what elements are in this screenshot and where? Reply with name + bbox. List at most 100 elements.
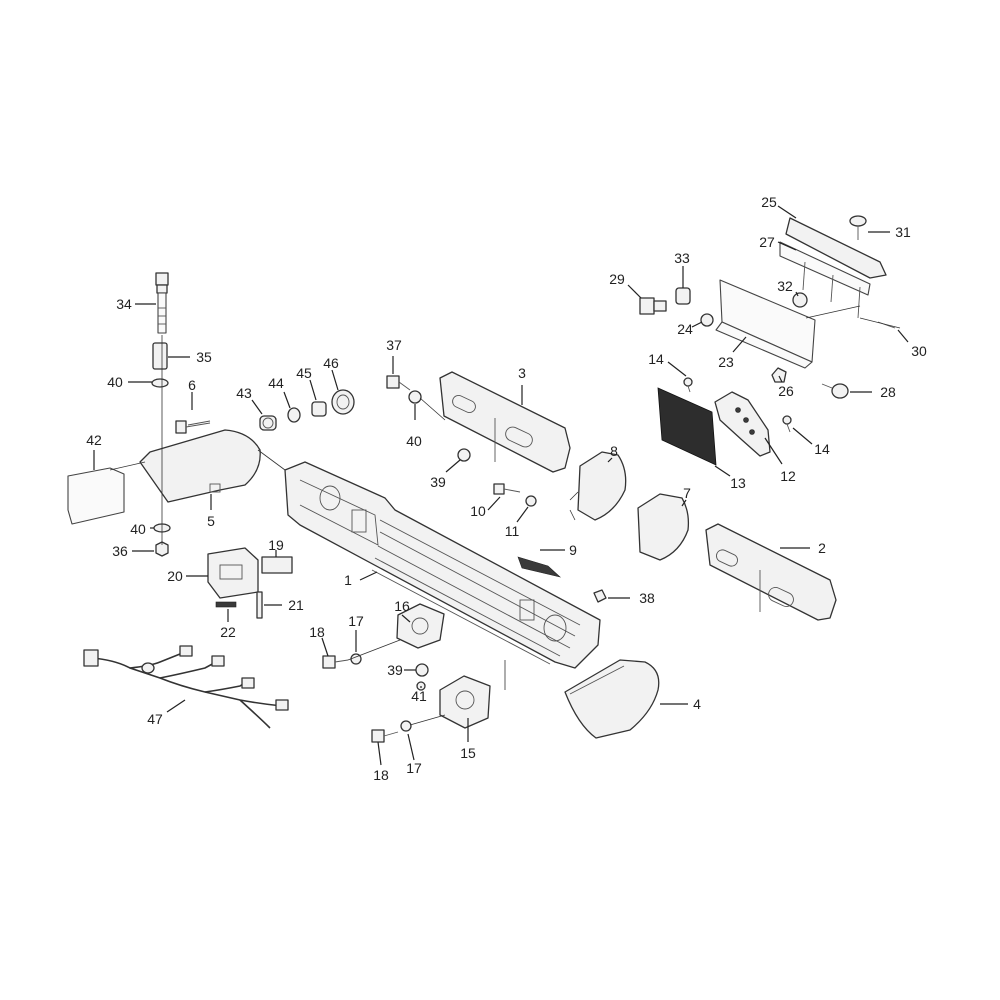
callout-number: 34 — [116, 296, 132, 312]
callout-leader — [714, 465, 731, 477]
callout-number: 36 — [112, 543, 128, 559]
callout-number: 38 — [639, 590, 655, 606]
callout-number: 31 — [895, 224, 911, 240]
nut-32-part — [792, 292, 808, 308]
callout-number: 39 — [387, 662, 403, 678]
right-end-cap-part — [564, 659, 660, 739]
callout-number: 27 — [759, 234, 775, 250]
clip-26-part — [771, 367, 787, 383]
callout-number: 6 — [188, 377, 196, 393]
license-plate-bracket-part — [715, 279, 816, 369]
long-bolt-part — [155, 272, 169, 334]
ring-connector-part — [331, 389, 355, 415]
callout-number: 18 — [309, 624, 325, 640]
clip-part — [215, 601, 237, 608]
callout-leader — [283, 391, 291, 409]
callout-number: 43 — [236, 385, 252, 401]
nut-39b-part — [415, 663, 429, 677]
callout-leader — [792, 427, 813, 445]
screw-28-part — [821, 383, 849, 399]
support-bracket-part — [779, 241, 871, 319]
screw-14a-part — [683, 377, 693, 393]
connector-bracket-part — [207, 547, 259, 599]
callout-leader — [777, 241, 797, 251]
callout-number: 16 — [394, 598, 410, 614]
washer-11-part — [525, 495, 537, 507]
callout-leader — [897, 329, 909, 343]
bolt-18a-part — [322, 655, 349, 669]
callout-number: 7 — [683, 485, 691, 501]
callout-number: 46 — [323, 355, 339, 371]
callout-number: 14 — [648, 351, 664, 367]
mounting-plate-16-part — [396, 603, 445, 649]
alignment-lines — [109, 305, 901, 726]
callout-number: 14 — [814, 441, 830, 457]
callout-number: 12 — [780, 468, 796, 484]
bolt-37-part — [386, 375, 411, 391]
left-cover-part — [67, 467, 125, 525]
upper-bracket-part — [439, 371, 571, 473]
callout-number: 17 — [406, 760, 422, 776]
callout-number: 11 — [505, 523, 520, 539]
callout-number: 32 — [777, 278, 793, 294]
callout-number: 13 — [730, 475, 746, 491]
callout-number: 10 — [470, 503, 486, 519]
callout-number: 26 — [778, 383, 794, 399]
screw-14b-part — [782, 415, 792, 433]
callout-number: 40 — [107, 374, 123, 390]
callout-number: 15 — [460, 745, 476, 761]
callout-number: 2 — [818, 540, 826, 556]
small-box-part — [261, 556, 293, 574]
washer-40a-part — [151, 378, 169, 388]
coupling-part — [311, 401, 327, 417]
small-cap-part — [637, 493, 690, 561]
callout-number: 40 — [130, 521, 146, 537]
callout-number: 1 — [344, 572, 352, 588]
callout-number: 8 — [610, 443, 618, 459]
mounting-plate-15-part — [439, 675, 491, 729]
washer-40c-part — [408, 390, 422, 404]
callout-leader — [681, 499, 687, 507]
callouts: 1 2 3 4 5 6 7 8 9 10 11 12 13 — [86, 194, 927, 783]
callout-leader — [627, 284, 642, 299]
bushing-part — [259, 415, 277, 431]
upper-cap-part — [577, 451, 627, 521]
wiring-harness-part — [83, 645, 289, 729]
perforated-plate-part — [714, 391, 771, 457]
bumper-beam-part — [284, 461, 601, 669]
callout-leader — [331, 369, 339, 391]
callout-leader — [607, 457, 613, 463]
callout-leader — [166, 699, 186, 713]
callout-leader — [764, 437, 783, 465]
spacer-33-part — [675, 287, 691, 305]
nut-39a-part — [457, 448, 471, 462]
callout-leader — [321, 637, 329, 657]
callout-leader — [377, 741, 382, 766]
callout-leader — [445, 459, 461, 473]
callout-number: 33 — [674, 250, 690, 266]
clip-38-part — [593, 589, 607, 603]
callout-number: 37 — [386, 337, 402, 353]
callout-leader — [359, 571, 378, 581]
callout-leader — [407, 733, 415, 761]
callout-number: 21 — [288, 597, 304, 613]
strip-part — [517, 556, 562, 578]
sleeve-part — [152, 342, 168, 370]
callout-number: 41 — [411, 688, 427, 704]
screw-31-part — [849, 215, 867, 240]
callout-leader — [401, 614, 411, 623]
ring-part — [287, 407, 301, 423]
callout-leader — [691, 321, 703, 328]
callout-number: 45 — [296, 365, 312, 381]
callout-number: 47 — [147, 711, 163, 727]
top-rail-part — [785, 217, 887, 279]
callout-number: 18 — [373, 767, 389, 783]
washer-17b-part — [400, 720, 412, 732]
mesh-grille-part — [657, 387, 717, 466]
callout-number: 5 — [207, 513, 215, 529]
right-bracket-part — [705, 523, 837, 621]
callout-number: 19 — [268, 537, 284, 553]
bolt-10-part — [493, 483, 521, 495]
callout-number: 39 — [430, 474, 446, 490]
